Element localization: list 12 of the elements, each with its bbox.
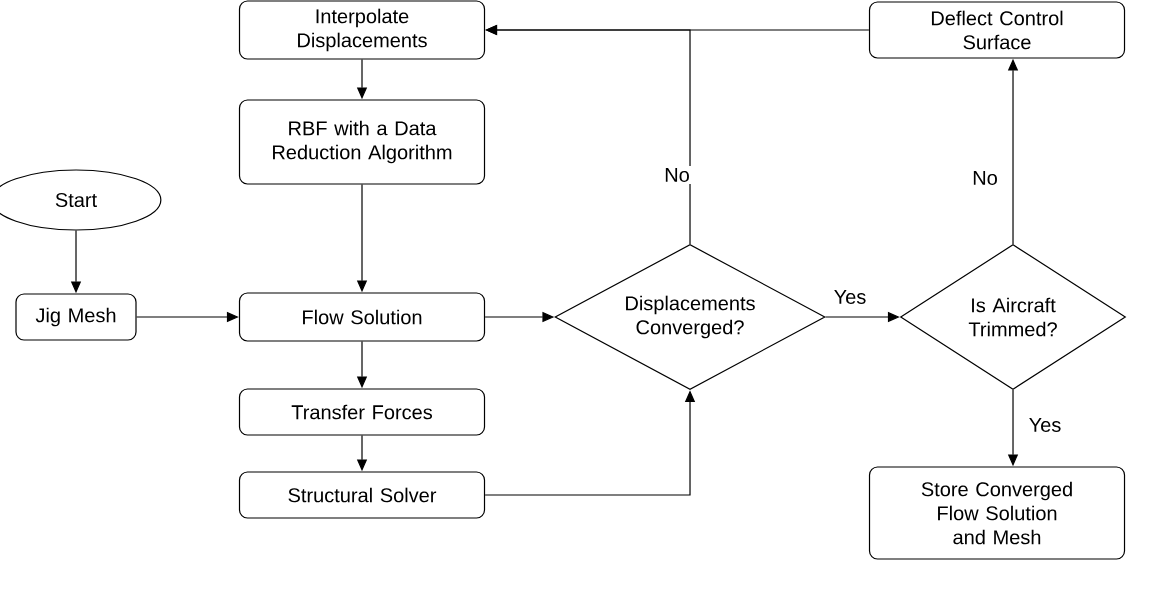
edge-label: Yes — [1026, 416, 1064, 434]
edge-label: Yes — [831, 288, 869, 306]
process-box: Flow Solution — [238, 292, 486, 342]
edge-label: No — [970, 169, 1000, 187]
process-box: Deflect Control Surface — [868, 1, 1126, 59]
process-box: RBF with a Data Reduction Algorithm — [238, 99, 486, 185]
process-box: Transfer Forces — [238, 388, 486, 436]
process-box: Store Converged Flow Solution and Mesh — [868, 466, 1126, 560]
process-box: Jig Mesh — [15, 293, 137, 341]
process-box: Interpolate Displacements — [238, 0, 486, 60]
process-box: Structural Solver — [238, 471, 486, 519]
edge-label: No — [662, 166, 692, 184]
